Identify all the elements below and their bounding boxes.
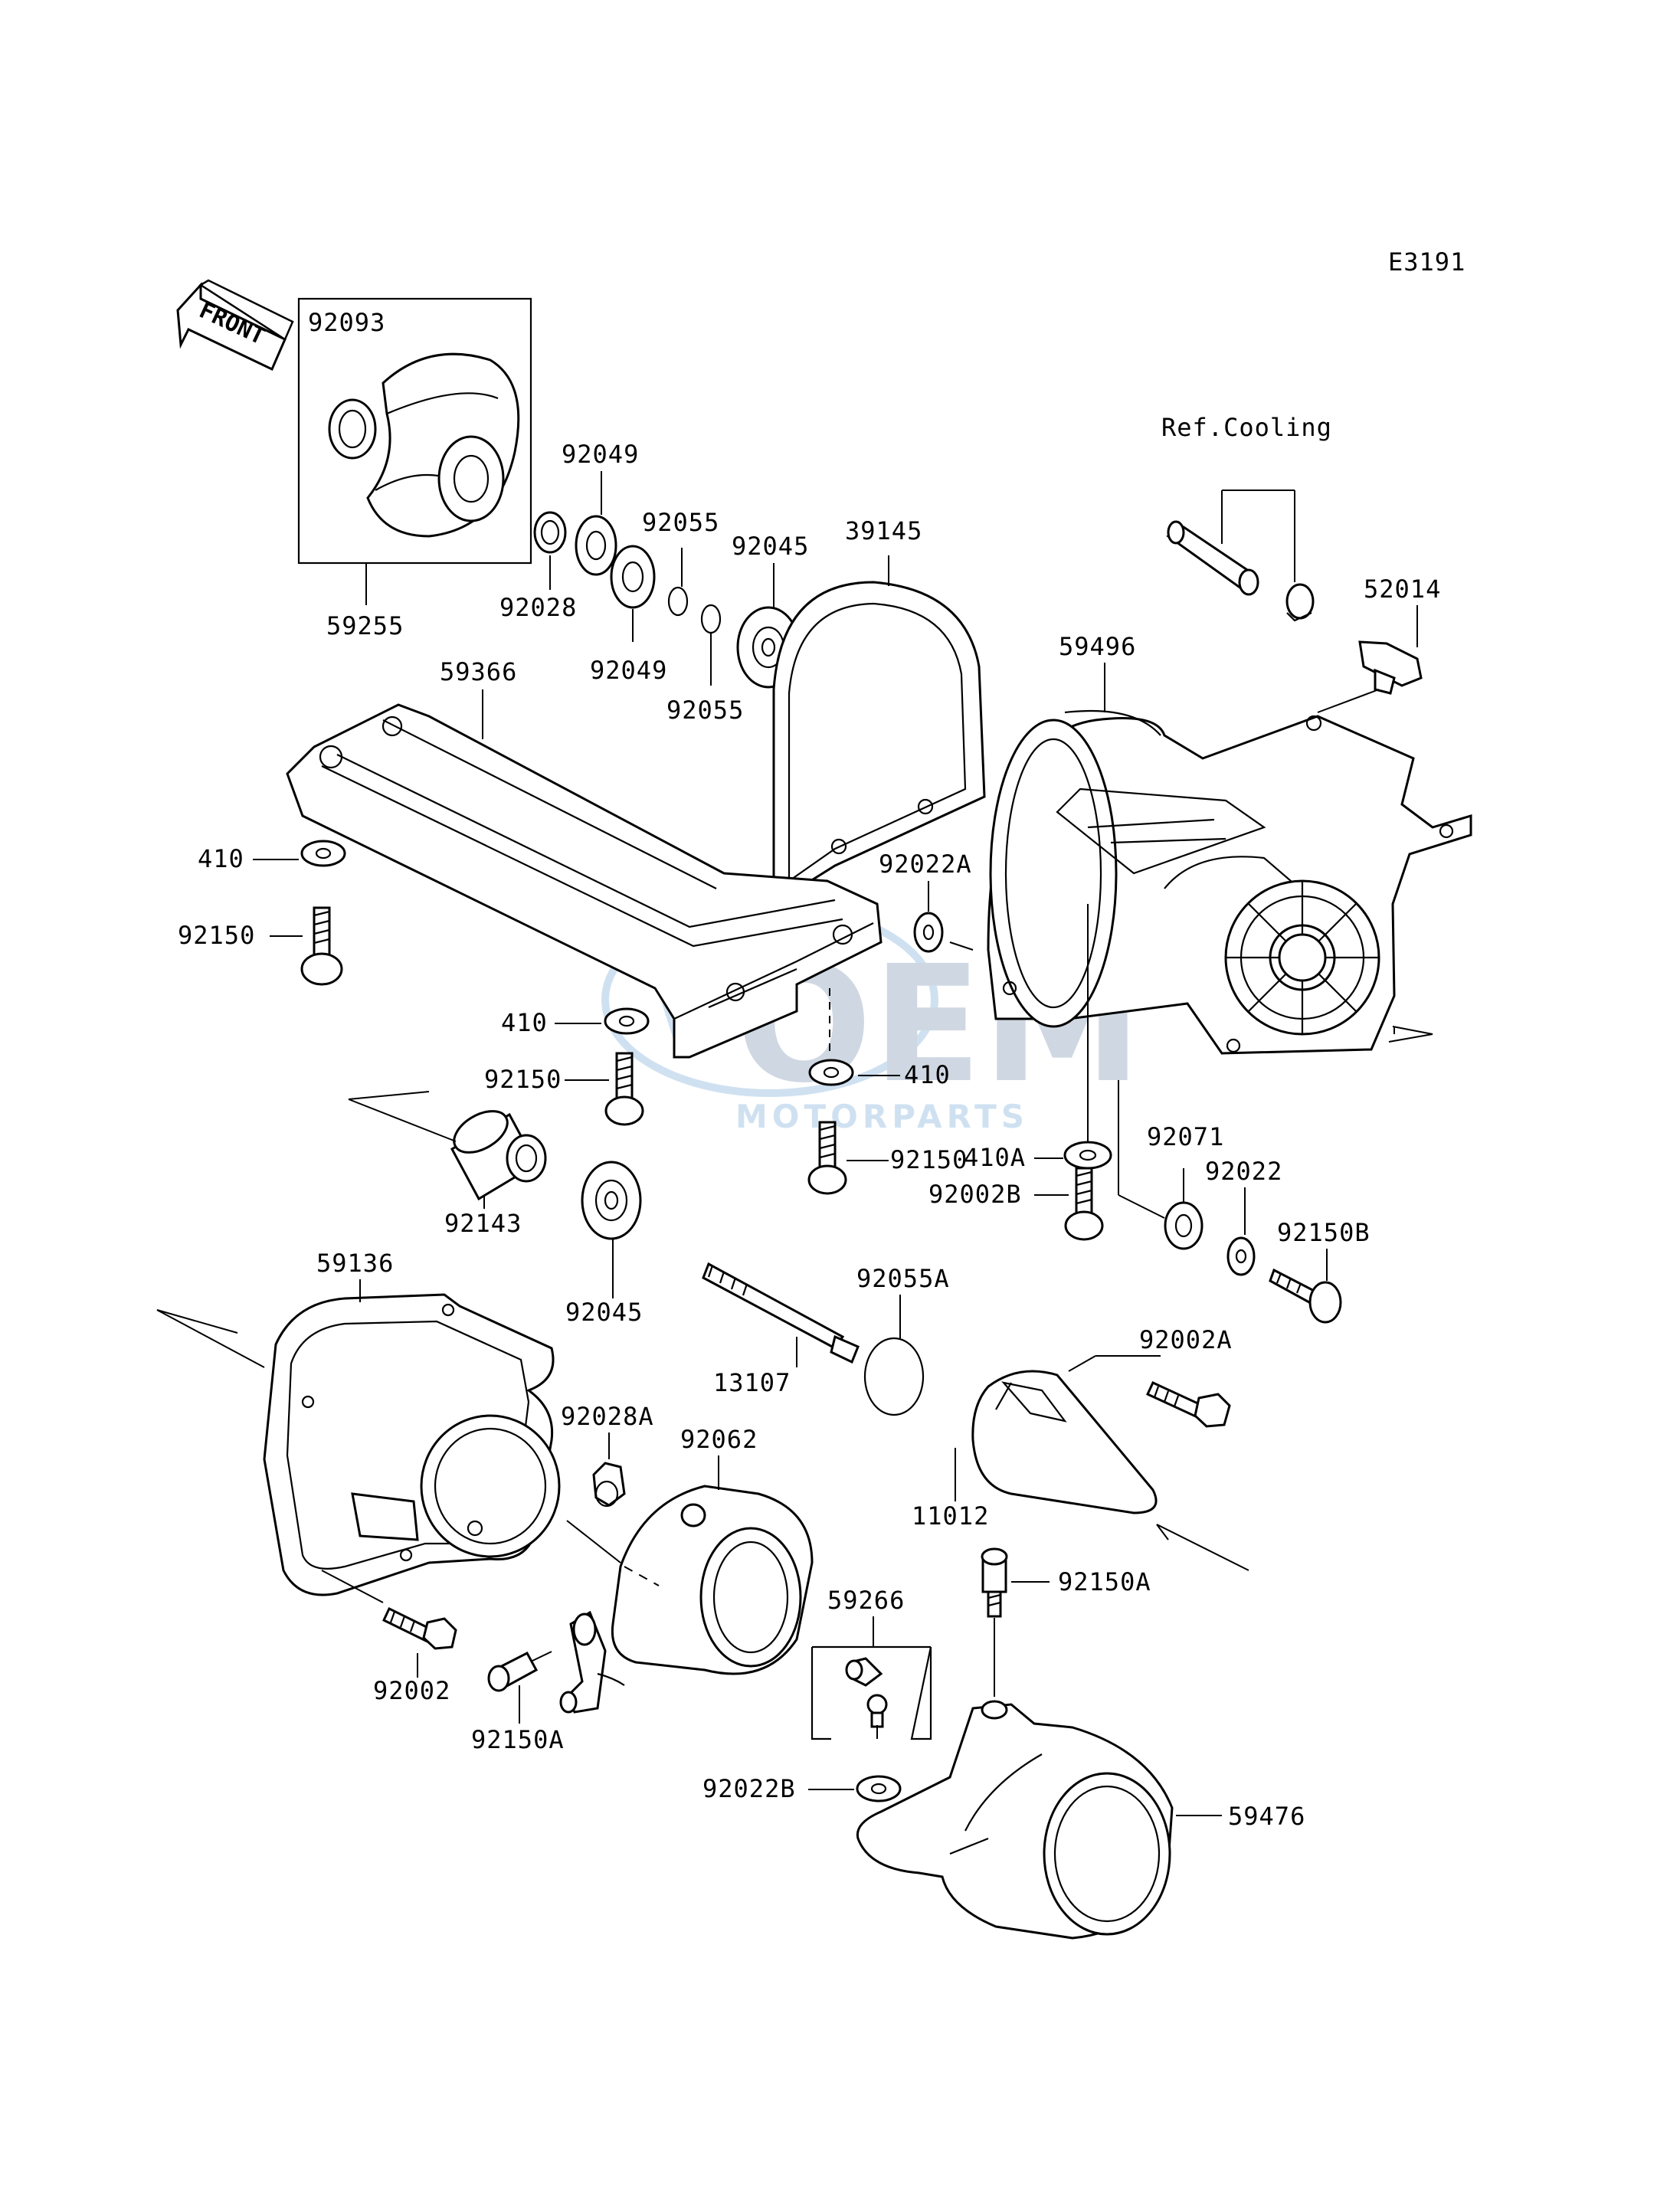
bolt-92002A (1068, 1355, 1231, 1428)
bolt-92150B (1269, 1249, 1342, 1324)
callout-92028: 92028 (499, 593, 577, 622)
callout-92055-b: 92055 (666, 696, 744, 725)
washer-410-b (555, 1007, 650, 1035)
diagram-code: E3191 (1388, 247, 1465, 277)
callout-92143: 92143 (444, 1209, 522, 1238)
washer-410-a (253, 840, 346, 867)
nozzle-59476 (856, 1700, 1222, 1940)
callout-92055A: 92055A (856, 1264, 950, 1293)
callout-92150A-left: 92150A (471, 1725, 565, 1754)
bolt-92150A-left (487, 1651, 552, 1724)
callout-92150-a: 92150 (178, 921, 255, 950)
callout-92093: 92093 (308, 308, 385, 337)
washer-92022A (913, 881, 974, 953)
cone-11012 (955, 1370, 1249, 1571)
bolt-92150A-right (981, 1547, 1050, 1697)
callout-410-a: 410 (198, 844, 244, 873)
callout-92055-a: 92055 (642, 508, 719, 537)
grease-fitting-59266 (811, 1616, 932, 1740)
callout-59476: 59476 (1228, 1802, 1305, 1831)
oring-92055A (863, 1295, 925, 1416)
bolt-92150-b (565, 1052, 644, 1126)
bushing-92071 (1118, 1080, 1204, 1250)
watermark-sub: MOTORPARTS (735, 1098, 1029, 1135)
callout-92071: 92071 (1147, 1122, 1224, 1151)
housing-59136 (156, 1279, 561, 1603)
callout-92002A: 92002A (1139, 1325, 1233, 1354)
callout-92062: 92062 (680, 1425, 758, 1454)
bolt-92002B (1034, 1167, 1104, 1241)
oring-92055-b (700, 604, 722, 686)
washer-410-c (808, 988, 900, 1086)
callout-11012: 11012 (912, 1501, 989, 1531)
callout-59266: 59266 (827, 1586, 905, 1615)
bolt-92150-c (807, 1121, 889, 1195)
callout-410A: 410A (964, 1143, 1026, 1172)
callout-92028A: 92028A (561, 1402, 654, 1431)
cover-92062 (559, 1455, 814, 1714)
impeller-part (297, 297, 532, 605)
cooling-hose (1166, 489, 1315, 622)
callout-labels: 92093 59255 92049 92028 92049 92055 9205… (178, 308, 1441, 1831)
oring-92055-a (667, 548, 689, 617)
bolt-92150-a (270, 906, 343, 986)
frame-59366 (286, 689, 883, 1059)
callout-92002B: 92002B (928, 1180, 1022, 1209)
callout-92022B: 92022B (702, 1774, 796, 1803)
washer-92022B (808, 1775, 902, 1802)
fitting-52014 (1317, 605, 1423, 713)
callout-59136: 59136 (316, 1249, 394, 1278)
washer-92049-b (610, 545, 656, 642)
bushing-92028 (533, 511, 567, 590)
callout-92045-a: 92045 (732, 532, 809, 561)
reference-label: Ref.Cooling (1161, 413, 1332, 442)
callout-92002: 92002 (373, 1676, 450, 1705)
callout-410-b: 410 (501, 1008, 548, 1037)
callout-410-c: 410 (904, 1060, 951, 1089)
callout-92150-b: 92150 (484, 1065, 562, 1094)
bushing-92028A (566, 1432, 626, 1563)
callout-13107: 13107 (713, 1368, 791, 1397)
callout-92022A: 92022A (879, 850, 972, 879)
sleeve-92143 (348, 1091, 547, 1209)
callout-59496: 59496 (1059, 632, 1136, 661)
shroud-39145 (772, 555, 986, 906)
front-arrow-icon: FRONT (176, 279, 294, 372)
callout-39145: 39145 (845, 516, 922, 545)
callout-59366: 59366 (440, 657, 517, 686)
shaft-13107 (702, 1262, 860, 1367)
callout-92045-b: 92045 (565, 1298, 643, 1327)
callout-52014: 52014 (1364, 575, 1441, 604)
callout-92150A-right: 92150A (1058, 1567, 1151, 1596)
bolt-92002 (382, 1606, 457, 1678)
washer-92049-a (575, 471, 617, 576)
callout-92022: 92022 (1205, 1157, 1282, 1186)
callout-92049-a: 92049 (562, 440, 639, 469)
bearing-92045-b (581, 1161, 642, 1298)
callout-92150B: 92150B (1277, 1218, 1371, 1247)
callout-59255: 59255 (326, 611, 404, 640)
washer-92022 (1226, 1187, 1256, 1276)
callout-92049-b: 92049 (590, 656, 667, 685)
pump-housing-59496 (987, 663, 1472, 1055)
callout-92150-c: 92150 (890, 1145, 968, 1174)
